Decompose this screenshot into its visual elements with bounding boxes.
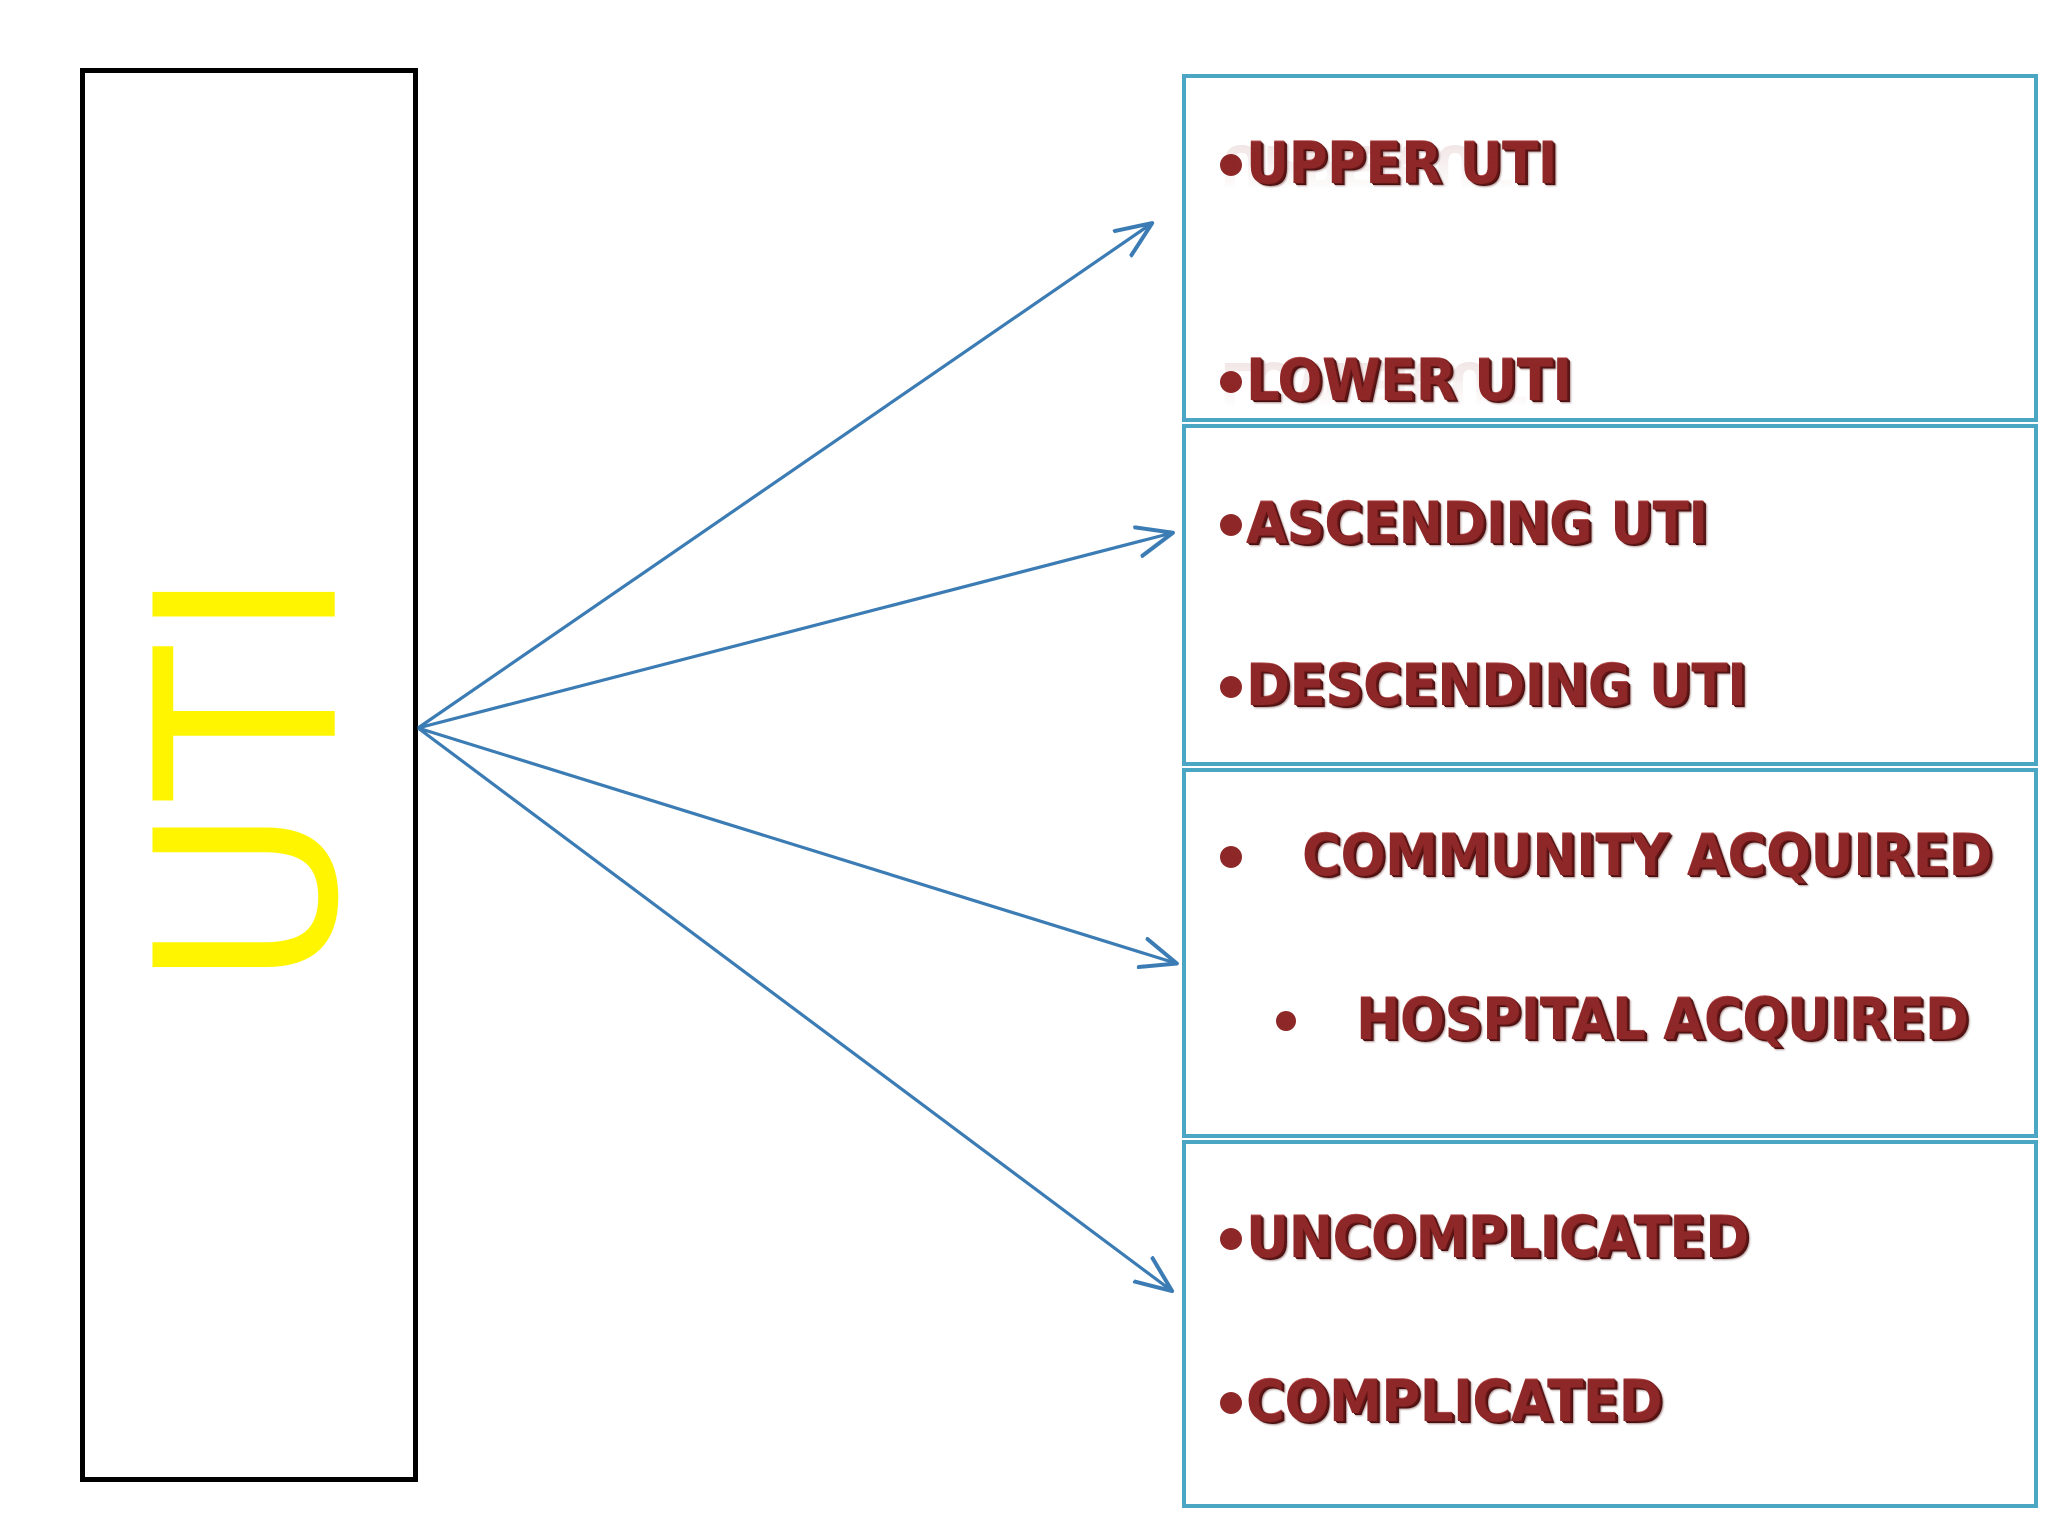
list-item-label: LOWER UTI — [1246, 348, 1572, 414]
list-item-label: ASCENDING UTI — [1246, 491, 1708, 557]
bullet-icon — [1220, 845, 1242, 868]
bullet-icon — [1220, 675, 1242, 698]
category-box-setting-of-acquisition[interactable]: COMMUNITY ACQUIRED HOSPITAL ACQUIRED — [1182, 768, 2038, 1138]
source-node-label: UTI — [103, 561, 394, 989]
list-item[interactable]: ASCENDING UTI — [1220, 496, 1742, 553]
list-item-label: UNCOMPLICATED — [1246, 1205, 1749, 1271]
arrow-to-box-2 — [417, 534, 1168, 730]
list-item-label: COMMUNITY ACQUIRED — [1302, 823, 1993, 889]
list-item[interactable]: UPPER UTI UPPER UTI — [1220, 131, 2034, 198]
category-box-clinical-severity[interactable]: UNCOMPLICATED COMPLICATED — [1182, 1140, 2038, 1508]
list-item[interactable]: DESCENDING UTI — [1220, 658, 1784, 715]
bullet-icon — [1220, 153, 1242, 176]
list-item-label: UPPER UTI — [1246, 131, 1557, 197]
arrow-to-box-3 — [417, 726, 1172, 962]
bullet-icon — [1276, 1010, 1296, 1031]
bullet-icon — [1220, 513, 1242, 536]
category-box-route-of-spread[interactable]: ASCENDING UTI DESCENDING UTI — [1182, 424, 2038, 766]
list-item[interactable]: LOWER UTI LOWER UTI — [1220, 348, 2034, 415]
source-node-uti[interactable]: UTI — [80, 68, 418, 1482]
source-label-container: UTI — [85, 73, 413, 1477]
list-item[interactable]: COMPLICATED — [1220, 1374, 1693, 1431]
list-item[interactable]: HOSPITAL ACQUIRED — [1276, 992, 2014, 1049]
arrow-to-box-1 — [417, 226, 1148, 730]
arrow-to-box-4 — [417, 726, 1168, 1288]
category-box-anatomic-location[interactable]: UPPER UTI UPPER UTI LOWER UTI LOWER UTI — [1182, 74, 2038, 422]
list-item-label: DESCENDING UTI — [1246, 653, 1747, 719]
bullet-icon — [1220, 370, 1242, 393]
bullet-icon — [1220, 1227, 1242, 1250]
list-item-label: COMPLICATED — [1246, 1369, 1663, 1435]
list-item[interactable]: COMMUNITY ACQUIRED — [1220, 823, 2034, 889]
bullet-icon — [1220, 1391, 1242, 1414]
list-item-label: HOSPITAL ACQUIRED — [1356, 987, 1969, 1053]
list-item[interactable]: UNCOMPLICATED — [1220, 1210, 1786, 1267]
